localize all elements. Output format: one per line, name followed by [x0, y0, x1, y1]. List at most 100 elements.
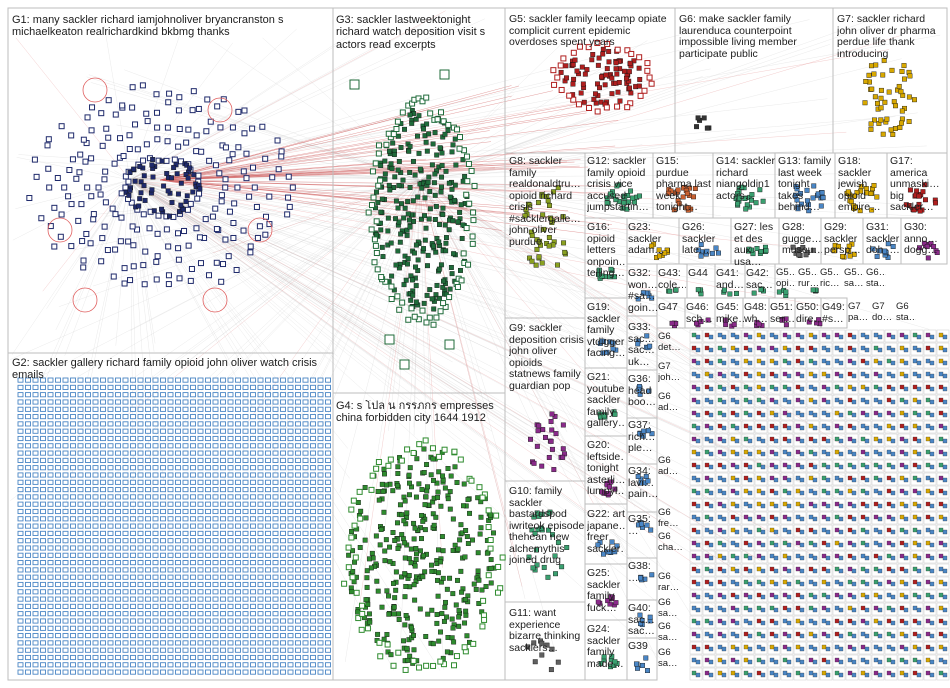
- g2-vertex: [145, 501, 151, 507]
- small-group-frame: [780, 446, 794, 460]
- vertex: [860, 592, 866, 598]
- small-group-frame: [923, 459, 937, 473]
- small-group-frame: [728, 550, 742, 564]
- vertex: [704, 618, 710, 624]
- vertex: [912, 475, 918, 481]
- small-group-frame: [871, 329, 885, 343]
- g2-vertex: [302, 472, 309, 478]
- g2-vertex: [317, 552, 324, 558]
- vertex: [838, 503, 844, 509]
- vertex: [704, 384, 710, 390]
- g2-vertex: [182, 589, 189, 595]
- g3-vertex: [413, 299, 419, 305]
- g3-vertex: [400, 177, 406, 183]
- vertex: [873, 540, 879, 546]
- vertex: [812, 646, 818, 652]
- g2-vertex: [130, 428, 136, 434]
- vertex: [851, 438, 857, 444]
- g2-vertex: [257, 596, 264, 602]
- vertex: [782, 488, 788, 494]
- small-group-frame: [832, 615, 846, 629]
- g2-vertex: [325, 516, 331, 522]
- g5-vertex: [628, 50, 635, 57]
- g3-vertex: [449, 271, 455, 277]
- g2-vertex: [182, 611, 189, 617]
- g2-vertex: [40, 523, 46, 529]
- vertex: [929, 516, 935, 522]
- g2-vertex: [197, 450, 204, 456]
- g2-vertex: [115, 530, 121, 536]
- vertex: [834, 423, 840, 429]
- g2-vertex: [100, 508, 106, 515]
- g2-vertex: [77, 633, 84, 639]
- vertex: [769, 358, 775, 364]
- g2-vertex: [77, 399, 84, 405]
- vertex: [704, 436, 710, 442]
- vertex: [890, 477, 896, 483]
- g4-vertex: [475, 568, 481, 574]
- small-group-frame: [910, 407, 924, 421]
- g2-vertex: [272, 662, 279, 668]
- g2-vertex: [25, 647, 31, 653]
- vertex: [708, 594, 714, 600]
- small-group-frame: [754, 615, 768, 629]
- vertex: [704, 462, 710, 468]
- g2-vertex: [17, 406, 24, 412]
- g2-vertex: [272, 560, 279, 566]
- vertex: [925, 566, 931, 572]
- g2-vertex: [115, 392, 121, 398]
- edge: [419, 179, 657, 659]
- small-group-frame: [897, 446, 911, 460]
- g2-vertex: [40, 406, 46, 412]
- g2-vertex: [62, 523, 69, 529]
- g4-vertex: [357, 544, 363, 550]
- vertex: [860, 670, 866, 676]
- small-group-frame: [897, 641, 911, 655]
- g2-vertex: [25, 567, 31, 573]
- g2-vertex: [55, 384, 61, 390]
- vertex: [886, 410, 892, 416]
- small-group-frame: [936, 329, 950, 343]
- g2-vertex: [287, 399, 294, 405]
- node-layer: [17, 40, 948, 678]
- g2-vertex: [25, 399, 31, 405]
- g2-vertex: [220, 392, 226, 398]
- g2-vertex: [175, 560, 181, 566]
- small-group-frame: [741, 459, 755, 473]
- g2-vertex: [70, 603, 76, 609]
- vertex: [782, 449, 788, 455]
- vertex: [786, 620, 792, 626]
- vertex: [825, 399, 831, 405]
- small-group-frame: [936, 485, 950, 499]
- g2-vertex: [62, 662, 69, 668]
- g1-vertex: [166, 90, 173, 97]
- g2-vertex: [25, 552, 31, 558]
- g2-vertex: [197, 654, 204, 661]
- g1-vertex: [278, 153, 285, 160]
- g1-vertex: [175, 245, 182, 252]
- g2-vertex: [190, 516, 196, 522]
- vertex: [942, 555, 948, 561]
- g2-vertex: [122, 406, 129, 412]
- vertex: [916, 672, 922, 678]
- g1-vertex: [130, 242, 137, 249]
- g2-vertex: [197, 603, 204, 609]
- g9-vertex: [549, 427, 555, 433]
- g2-vertex: [100, 647, 106, 653]
- g2-vertex: [85, 611, 91, 617]
- vertex: [730, 449, 736, 455]
- g2-vertex: [85, 530, 91, 536]
- g1-vertex: [259, 123, 266, 130]
- small-group-frame: [741, 342, 755, 356]
- g1-vertex: [174, 230, 181, 237]
- g2-vertex: [62, 654, 69, 661]
- small-group-frame: [806, 381, 820, 395]
- small-group-frame: [858, 368, 872, 382]
- vertex: [721, 412, 727, 418]
- g2-vertex: [100, 472, 106, 478]
- g4-vertex: [396, 617, 402, 622]
- g3-vertex: [374, 189, 379, 195]
- vertex: [886, 501, 892, 507]
- vertex: [717, 371, 723, 377]
- g3-vertex: [445, 121, 452, 128]
